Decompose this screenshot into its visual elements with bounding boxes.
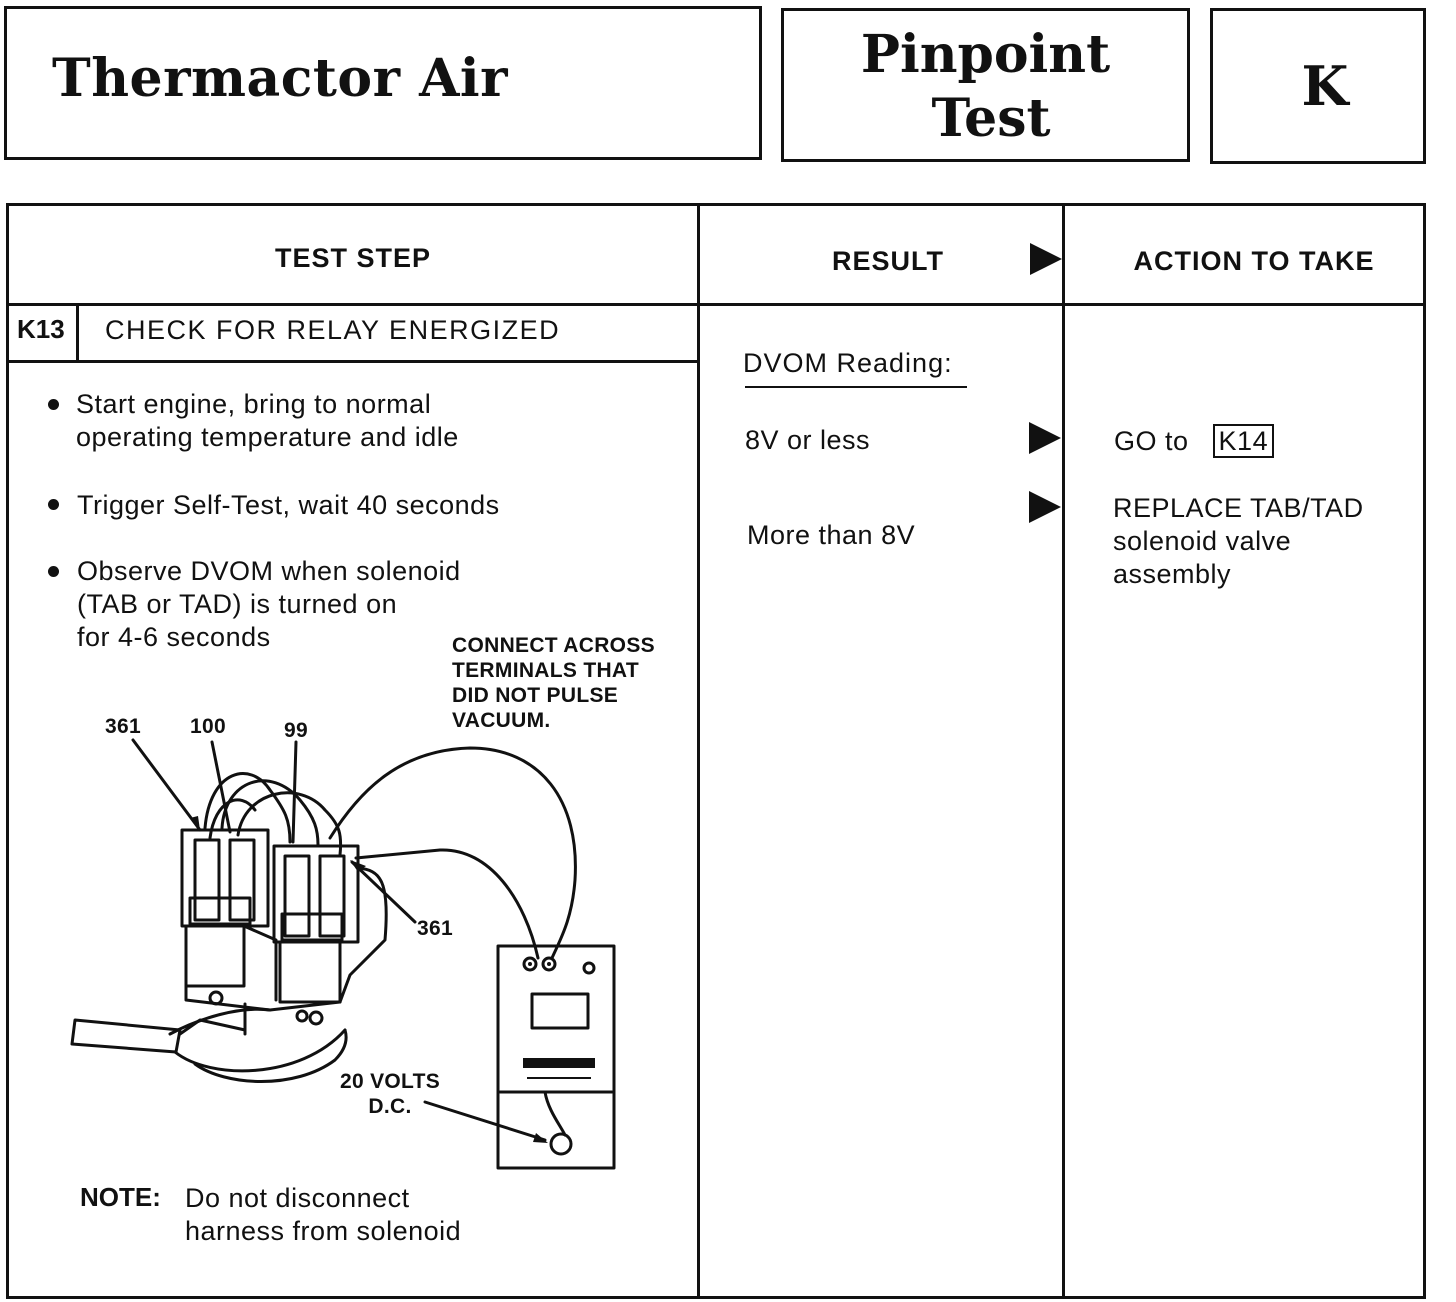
bullet-icon xyxy=(48,566,59,577)
note-label: NOTE: xyxy=(80,1182,161,1212)
result-row-2: More than 8V xyxy=(747,520,916,550)
action-row-1: GO to K14 xyxy=(1114,424,1275,458)
page-title: Thermactor Air xyxy=(52,48,509,109)
wire-label-100: 100 xyxy=(190,715,226,738)
column-header-test-step: TEST STEP xyxy=(274,243,432,273)
header-row-line xyxy=(6,303,1426,306)
test-table xyxy=(6,203,1426,1299)
test-code: K xyxy=(1301,54,1349,118)
result-1-arrow-icon xyxy=(1029,422,1061,454)
step-title-line xyxy=(6,360,700,363)
column-divider-2 xyxy=(1062,205,1065,1299)
title-box xyxy=(4,6,762,160)
result-header-arrow-icon xyxy=(1030,243,1062,275)
step-title: CHECK FOR RELAY ENERGIZED xyxy=(105,315,561,345)
bullet-icon xyxy=(48,399,59,410)
result-heading: DVOM Reading: xyxy=(743,348,953,378)
figure-callout: CONNECT ACROSS TERMINALS THAT DID NOT PU… xyxy=(452,634,655,732)
result-heading-underline xyxy=(745,386,967,388)
wire-label-99: 99 xyxy=(284,719,308,742)
instruction-2: Trigger Self-Test, wait 40 seconds xyxy=(77,490,500,520)
wire-label-361: 361 xyxy=(105,715,141,738)
column-header-action: ACTION TO TAKE xyxy=(1133,246,1375,276)
column-divider-1 xyxy=(697,205,700,1299)
result-row-1: 8V or less xyxy=(745,425,871,455)
result-2-arrow-icon xyxy=(1029,491,1061,523)
test-type-line1: Pinpoint xyxy=(860,24,1111,85)
step-ref-link[interactable]: K14 xyxy=(1212,424,1275,458)
step-id: K13 xyxy=(17,314,65,344)
test-code-box xyxy=(1210,8,1426,164)
test-type-box xyxy=(781,8,1190,162)
wire-label-361-right: 361 xyxy=(417,917,453,940)
meter-range-label: 20 VOLTS D.C. xyxy=(340,1070,441,1118)
note-text: Do not disconnect harness from solenoid xyxy=(185,1183,462,1246)
column-header-result: RESULT xyxy=(832,246,944,276)
instruction-1: Start engine, bring to normal operating … xyxy=(76,389,459,452)
instruction-3: Observe DVOM when solenoid (TAB or TAD) … xyxy=(77,556,461,652)
solenoid-dvom-diagram xyxy=(70,738,616,1170)
action-row-2: REPLACE TAB/TAD solenoid valve assembly xyxy=(1113,493,1364,589)
step-id-divider xyxy=(76,303,79,363)
test-type-line2: Test xyxy=(931,88,1051,149)
bullet-icon xyxy=(48,499,59,510)
